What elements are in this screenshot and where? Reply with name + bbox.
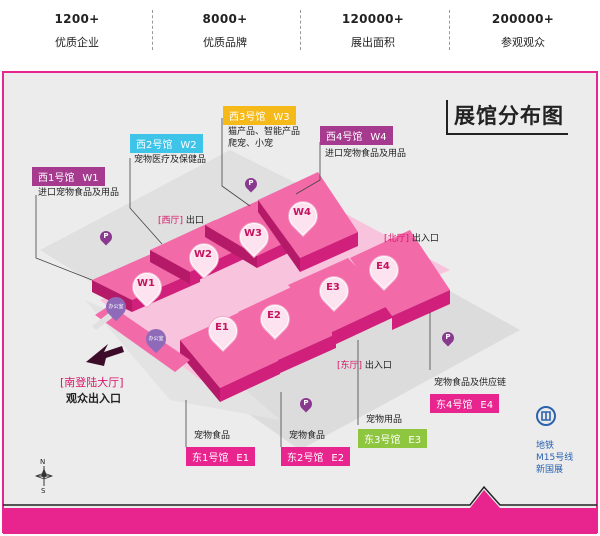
tag-text: 出入口 xyxy=(411,234,439,244)
main-entrance-name: [南登陆大厅] xyxy=(60,376,124,389)
tag-west-exit: [西厅] 出口 xyxy=(158,216,204,226)
stat-brands: 8000+ 优质品牌 xyxy=(150,12,300,50)
label-e3: 东3号馆 E3 xyxy=(358,429,428,448)
compass-n: N xyxy=(40,458,46,466)
ground-west xyxy=(40,150,300,300)
metro-line3: 新国展 xyxy=(536,465,564,475)
pin-label: W3 xyxy=(244,228,262,239)
hall-name: 东4号馆 xyxy=(436,400,473,411)
pin-label: W4 xyxy=(293,207,311,218)
ground-east xyxy=(200,280,520,450)
divider xyxy=(449,10,450,50)
bottom-line xyxy=(3,485,597,506)
compass-s: S xyxy=(41,487,46,495)
label-w1: 西1号馆 W1 xyxy=(32,167,105,186)
stat-value: 120000+ xyxy=(341,12,405,26)
desc-e2: 宠物食品 xyxy=(289,431,326,441)
stat-label: 参观观众 xyxy=(501,36,545,49)
hall-code: W4 xyxy=(370,132,387,143)
hall-code: E1 xyxy=(236,453,250,464)
hall-code: W2 xyxy=(180,140,197,151)
tag-text: 出入口 xyxy=(364,361,392,371)
hall-code: E3 xyxy=(408,435,422,446)
label-e2: 东2号馆 E2 xyxy=(281,447,351,466)
leader-lines xyxy=(35,118,431,447)
metro-line1: 地铁 xyxy=(536,441,555,451)
tag-text: 出口 xyxy=(185,216,204,226)
pin-label: E4 xyxy=(376,261,390,272)
desc-w3: 猫产品、智能产品 爬宠、小宠 xyxy=(228,127,301,149)
stat-label: 优质品牌 xyxy=(203,36,247,49)
tag-hall: 西厅 xyxy=(161,216,180,226)
hall-name: 东3号馆 xyxy=(364,435,401,446)
hall-name: 东2号馆 xyxy=(287,453,324,464)
desc-w1: 进口宠物食品及用品 xyxy=(38,188,120,198)
tag-hall: 北厅 xyxy=(387,234,406,244)
bottom-band xyxy=(3,490,597,534)
map-title: 展馆分布图 xyxy=(446,100,568,135)
pin-label: W2 xyxy=(194,249,212,260)
hall-name: 西1号馆 xyxy=(38,173,75,184)
tag-east-exit: [东厅] 出入口 xyxy=(337,361,392,371)
hall-code: E2 xyxy=(331,453,345,464)
hall-name: 西2号馆 xyxy=(136,140,173,151)
stat-visitors: 200000+ 参观观众 xyxy=(448,12,598,50)
pin-label: E1 xyxy=(215,322,229,333)
stats-bar: 1200+ 优质企业 8000+ 优质品牌 120000+ 展出面积 20000… xyxy=(0,0,600,64)
desc-e1: 宠物食品 xyxy=(194,431,231,441)
divider xyxy=(152,10,153,50)
pin-label: E2 xyxy=(267,310,281,321)
parking-label: P xyxy=(303,399,309,407)
metro-icon xyxy=(536,406,556,426)
metro-line2: M15号线 xyxy=(536,453,574,463)
label-w4: 西4号馆 W4 xyxy=(320,126,393,145)
label-w3: 西3号馆 W3 xyxy=(223,106,296,125)
label-e4: 东4号馆 E4 xyxy=(430,394,500,413)
pin-label: W1 xyxy=(137,278,155,289)
divider xyxy=(300,10,301,50)
desc-w4: 进口宠物食品及用品 xyxy=(325,149,407,159)
desc-w2: 宠物医疗及保健品 xyxy=(134,155,207,165)
compass-icon xyxy=(34,466,54,486)
hall-code: W3 xyxy=(273,112,290,123)
stat-label: 优质企业 xyxy=(55,36,99,49)
hall-name: 东1号馆 xyxy=(192,453,229,464)
hall-code: E4 xyxy=(480,400,494,411)
hall-name: 西4号馆 xyxy=(326,132,363,143)
stat-value: 200000+ xyxy=(491,12,555,26)
stat-companies: 1200+ 优质企业 xyxy=(2,12,152,50)
desc-e3: 宠物用品 xyxy=(366,415,403,425)
tag-hall: 东厅 xyxy=(340,361,359,371)
tag-north-exit: [北厅] 出入口 xyxy=(384,234,439,244)
entrance-canopy xyxy=(95,305,190,372)
tag-hall: 南登陆大厅 xyxy=(64,376,120,389)
hall-e4 xyxy=(350,230,450,330)
label-w2: 西2号馆 W2 xyxy=(130,134,203,153)
venue-map xyxy=(2,71,598,534)
parking-label: P xyxy=(445,333,451,341)
stat-value: 8000+ xyxy=(202,12,248,26)
pin-label: E3 xyxy=(326,282,340,293)
label-e1: 东1号馆 E1 xyxy=(186,447,256,466)
corridor xyxy=(100,200,450,380)
stat-value: 1200+ xyxy=(54,12,100,26)
office-label: 办公室 xyxy=(108,304,124,310)
hall-name: 西3号馆 xyxy=(229,112,266,123)
main-entrance-text: 观众出入口 xyxy=(66,392,121,405)
desc-e4: 宠物食品及供应链 xyxy=(434,378,507,388)
stat-label: 展出面积 xyxy=(351,36,395,49)
metro-label: 地铁 M15号线 新国展 xyxy=(536,440,573,476)
entrance-arrow xyxy=(86,344,124,366)
parking-label: P xyxy=(248,179,254,187)
stat-area: 120000+ 展出面积 xyxy=(298,12,448,50)
hall-code: W1 xyxy=(82,173,99,184)
parking-label: P xyxy=(103,232,109,240)
office-label: 办公室 xyxy=(148,336,164,342)
